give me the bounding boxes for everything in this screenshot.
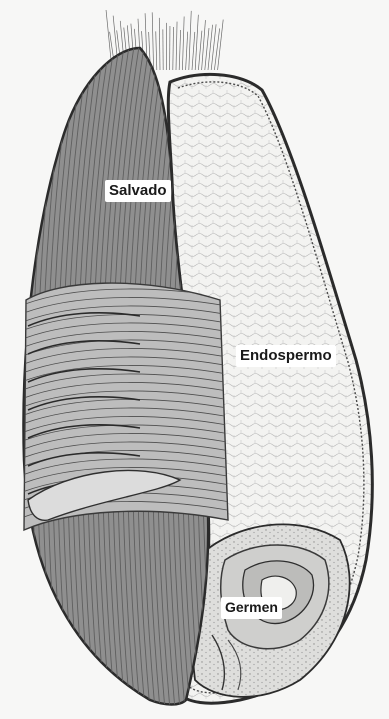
germ-label: Germen (221, 597, 282, 619)
bran-label: Salvado (105, 180, 171, 202)
endosperm-label: Endospermo (236, 345, 336, 367)
bran-layers (20, 283, 230, 530)
